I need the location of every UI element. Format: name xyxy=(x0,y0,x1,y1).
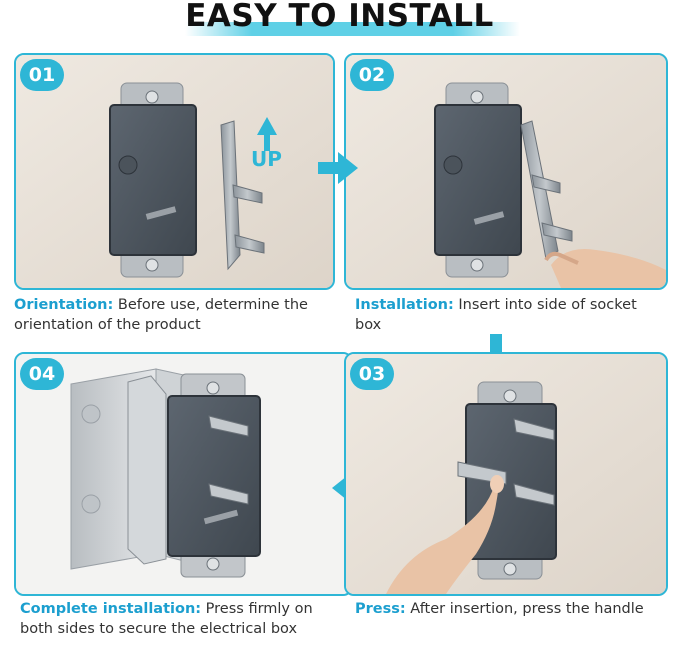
bracket-tool xyxy=(520,120,573,260)
step-03-badge: 03 xyxy=(350,358,394,390)
hand-icon xyxy=(544,249,666,288)
step-02-label: Installation: xyxy=(355,297,454,313)
step-04-text: Press firmly on both sides to secure the… xyxy=(20,601,313,637)
bracket-tool xyxy=(220,120,265,271)
electrical-box xyxy=(109,82,197,278)
step-01-label: Orientation: xyxy=(14,297,114,313)
step-01-panel: 01 xyxy=(14,53,335,290)
step-02-caption: Installation: Insert into side of socket… xyxy=(355,295,665,335)
hand-icon xyxy=(386,475,504,594)
step-03-text: After insertion, press the handle xyxy=(405,601,644,617)
step-03-label: Press: xyxy=(355,601,406,617)
step-02-illustration xyxy=(346,55,666,288)
step-04-caption: Complete installation: Press firmly on b… xyxy=(20,599,340,639)
electrical-box xyxy=(434,82,522,278)
step-04-illustration xyxy=(16,354,351,594)
step-01-illustration xyxy=(16,55,333,288)
page-title: EASY TO INSTALL xyxy=(0,0,679,40)
step-03-panel: 03 xyxy=(344,352,668,596)
right-arrow-icon xyxy=(318,152,358,184)
step-01-badge: 01 xyxy=(20,59,64,91)
step-03-illustration xyxy=(346,354,666,594)
step-04-badge: 04 xyxy=(20,358,64,390)
step-04-label: Complete installation: xyxy=(20,601,202,617)
step-02-badge: 02 xyxy=(350,59,394,91)
step-02-panel: 02 xyxy=(344,53,668,290)
step-03-caption: Press: After insertion, press the handle xyxy=(355,599,670,619)
up-label: UP xyxy=(251,147,282,171)
title-text: EASY TO INSTALL xyxy=(185,0,494,34)
up-arrow-icon xyxy=(257,117,277,151)
electrical-box-3d xyxy=(70,368,261,578)
step-02-text: Insert into side of socket box xyxy=(355,297,637,333)
title-highlight-bar xyxy=(185,22,520,36)
step-01-caption: Orientation: Before use, determine the o… xyxy=(14,295,329,335)
step-04-panel: 04 xyxy=(14,352,353,596)
step-01-text: Before use, determine the orientation of… xyxy=(14,297,308,333)
